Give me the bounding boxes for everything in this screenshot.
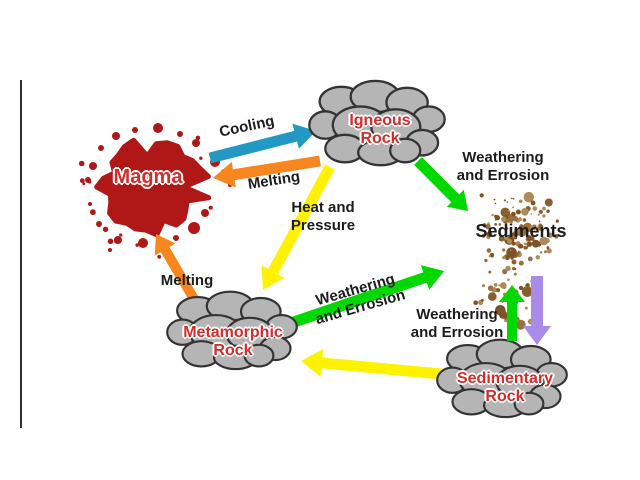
label-melting-metamorphic-to-magma: Melting: [160, 272, 214, 289]
vertical-arrows: [499, 276, 551, 345]
deposition-arrow-sediments-to-sedimentary: [523, 276, 551, 345]
weathering-arrow-metamorphic-to-sediments: [286, 265, 444, 330]
label-magma: Magma: [113, 166, 183, 188]
magma-blob: [78, 123, 232, 259]
label-weathering-sedimentary: Weathering and Errosion: [410, 306, 504, 341]
label-heat-and-pressure: Heat and Pressure: [290, 199, 356, 234]
heat-pressure-arrow: [261, 164, 335, 290]
weathering-arrow-sedimentary-to-sediments: [499, 285, 525, 341]
label-igneous-rock: Igneous Rock: [349, 112, 411, 147]
melting-arrow-metamorphic-to-magma: [154, 234, 199, 302]
yellow-arrow-sedimentary-to-metamorphic: [301, 349, 453, 381]
melting-arrow-igneous-to-magma: [213, 155, 321, 188]
slide-left-border: [20, 80, 22, 428]
cooling-arrow: [208, 123, 316, 164]
label-metamorphic-rock: Metamorphic Rock: [183, 324, 283, 359]
label-sediments: Sediments: [475, 221, 567, 241]
weathering-arrow-igneous-to-sediments: [414, 157, 468, 211]
label-weathering-igneous: Weathering and Errosion: [456, 149, 550, 184]
label-sedimentary-rock: Sedimentary Rock: [456, 370, 554, 405]
process-arrows: [154, 123, 468, 381]
